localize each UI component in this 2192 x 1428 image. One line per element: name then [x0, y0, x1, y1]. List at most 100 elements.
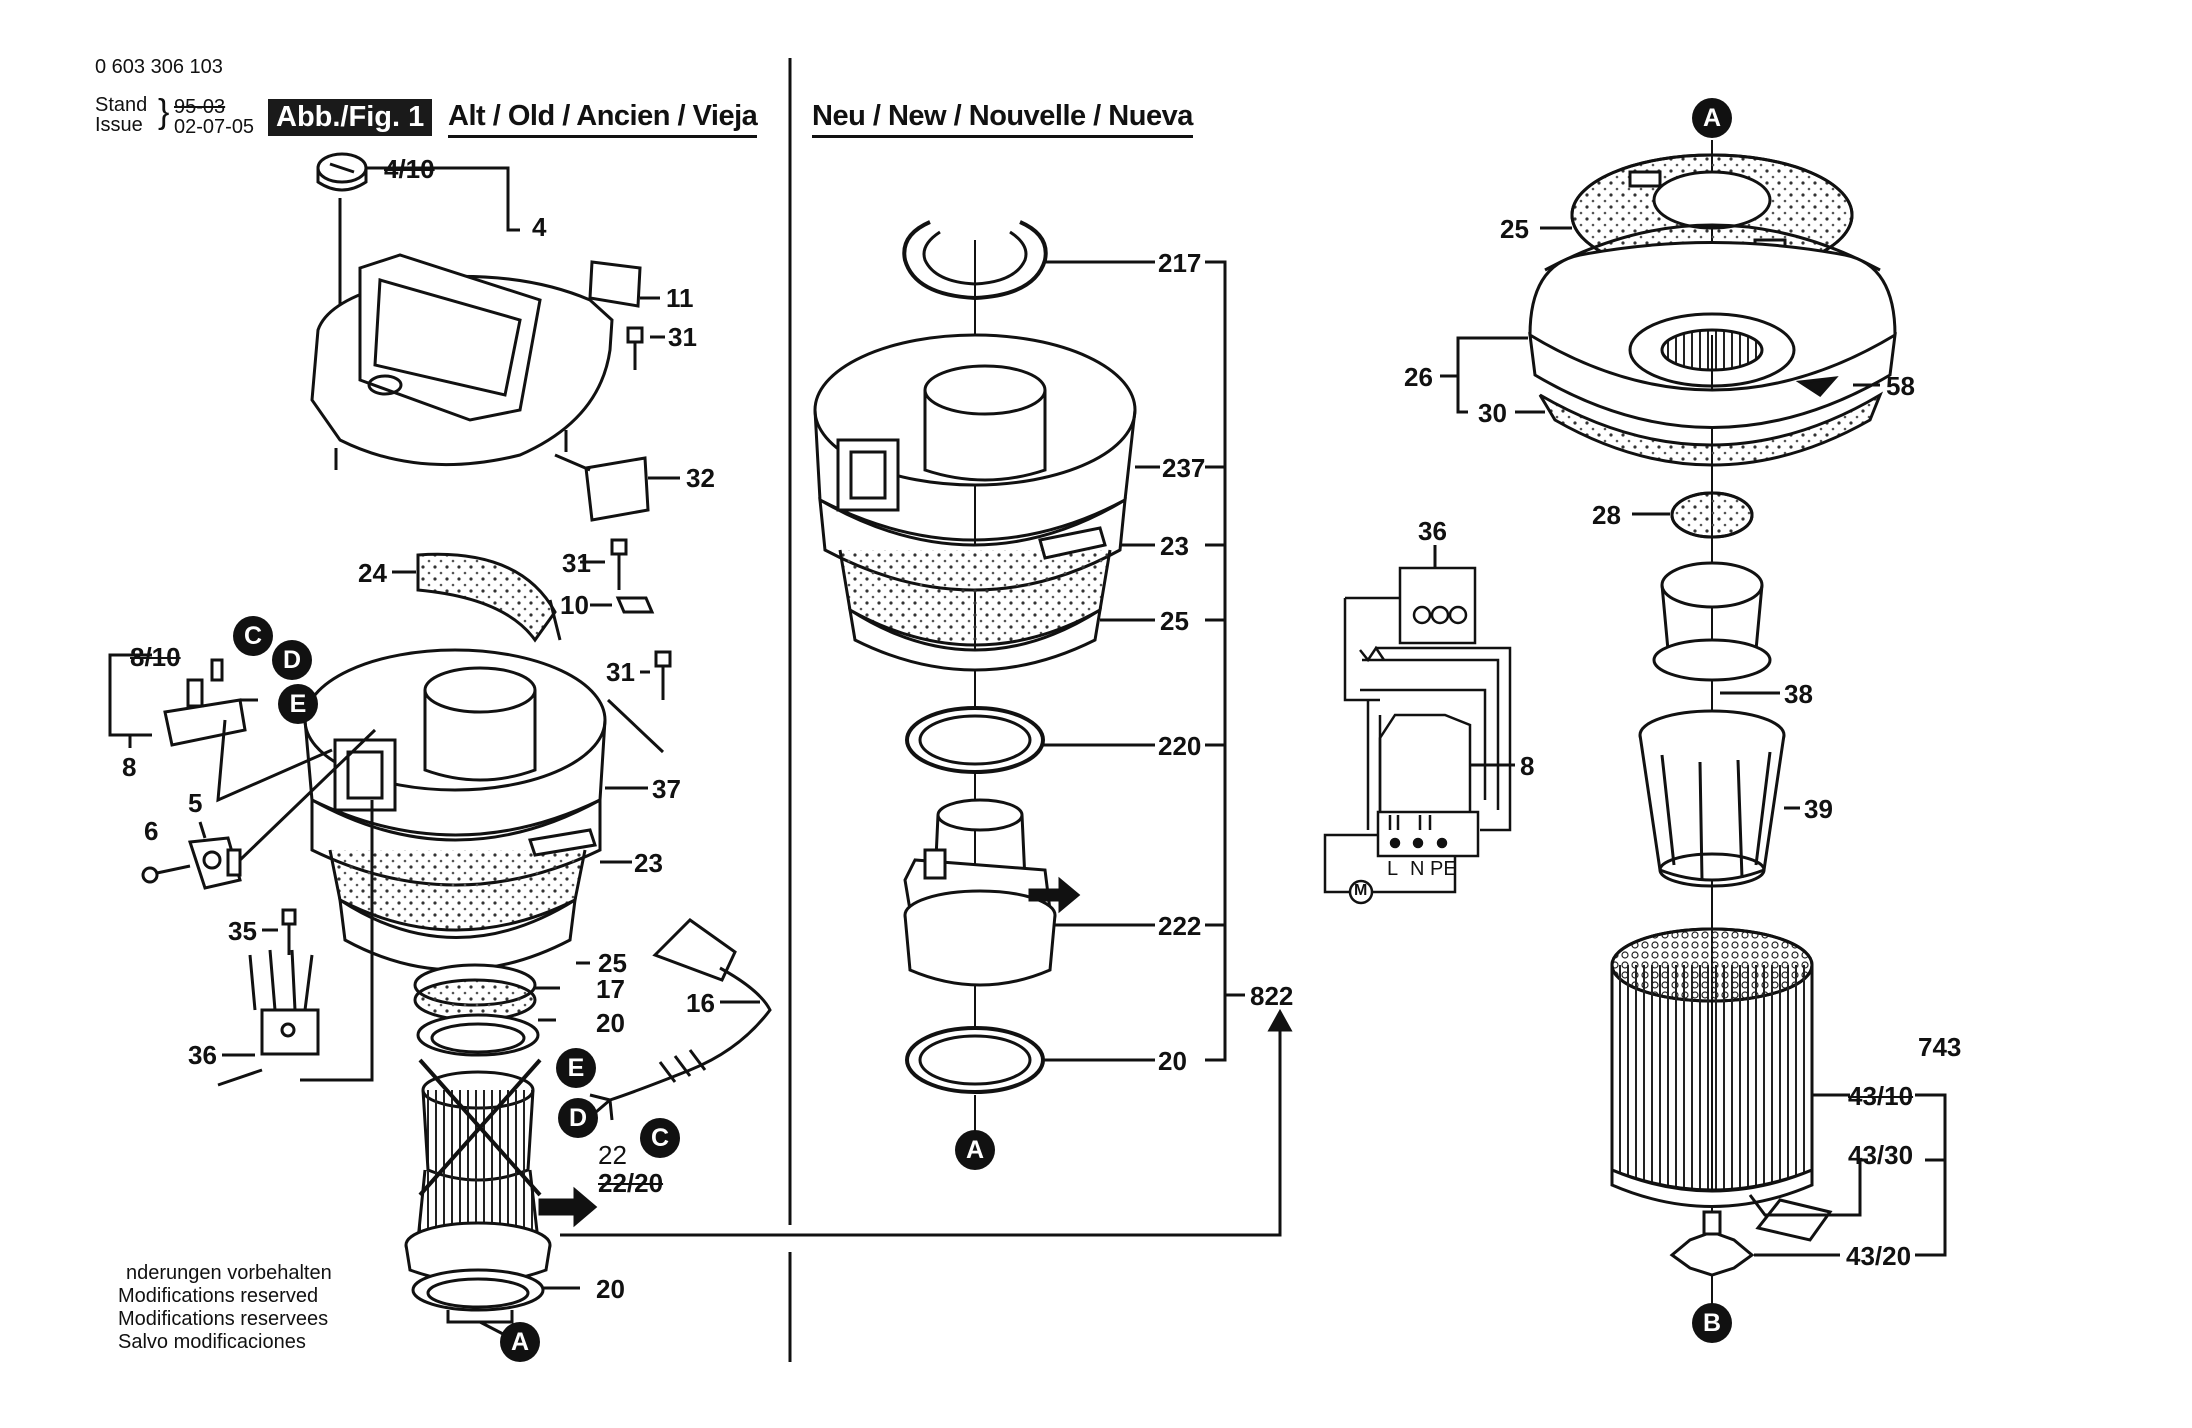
terminal-l: L — [1387, 858, 1399, 880]
terminal-pe: PE — [1430, 858, 1457, 880]
power-cable-16 — [589, 918, 772, 1121]
filter-cage-39 — [1638, 709, 1786, 888]
screw-6 — [141, 864, 191, 884]
label-37: 37 — [652, 774, 681, 804]
label-220: 220 — [1158, 731, 1202, 761]
footer-line-4: Salvo modificaciones — [118, 1331, 306, 1353]
label-25-new: 25 — [1160, 606, 1189, 636]
disc-28 — [1670, 491, 1754, 539]
label-8: 8 — [122, 752, 137, 782]
screw-31a — [626, 326, 644, 370]
wing-nut-43-20 — [1669, 1210, 1755, 1277]
document-number: 0 603 306 103 — [95, 56, 223, 78]
old-motor-22-crossed — [404, 1058, 598, 1284]
paper-43-30 — [1755, 1198, 1833, 1242]
ring-20b — [411, 1268, 545, 1312]
motor-222 — [903, 798, 1081, 987]
label-32: 32 — [686, 463, 715, 493]
screw-31c — [654, 650, 672, 700]
issue-date: 02-07-05 — [174, 116, 255, 138]
filter-housing-26 — [1528, 223, 1897, 467]
label-24: 24 — [358, 558, 387, 588]
label-10: 10 — [560, 590, 589, 620]
label-25-old: 25 — [598, 948, 627, 978]
screw-35 — [281, 908, 297, 955]
stand-date: 95-03 — [174, 96, 226, 118]
ring-20a — [416, 1013, 540, 1057]
label-4-10: 4/10 — [384, 154, 435, 184]
label-222: 222 — [1158, 911, 1202, 941]
label-28: 28 — [1592, 500, 1621, 530]
label-36-wiring: 36 — [1418, 516, 1447, 546]
label-217: 217 — [1158, 248, 1202, 278]
label-25-right: 25 — [1500, 214, 1529, 244]
filter-cartridge-43-10 — [1610, 927, 1814, 1208]
issue-label: Issue — [95, 114, 143, 136]
label-31-mid: 31 — [562, 548, 591, 578]
label-20-new: 20 — [1158, 1046, 1187, 1076]
callout-d-switch: D — [272, 640, 312, 680]
plate-32 — [584, 456, 650, 522]
bracket-743 — [1915, 1093, 1947, 1257]
label-43-30: 43/30 — [1848, 1140, 1914, 1170]
label-237: 237 — [1162, 453, 1206, 483]
label-43-10: 43/10 — [1848, 1081, 1914, 1111]
callout-b-right: B — [1692, 1303, 1732, 1343]
stand-label: Stand — [95, 94, 148, 116]
bracket-10 — [615, 596, 655, 614]
label-31-top: 31 — [668, 322, 697, 352]
label-38: 38 — [1784, 679, 1813, 709]
motor-symbol: M — [1354, 882, 1368, 899]
label-36-old: 36 — [188, 1040, 217, 1070]
label-26: 26 — [1404, 362, 1433, 392]
label-16: 16 — [686, 988, 715, 1018]
label-4: 4 — [532, 212, 547, 242]
knob-part — [316, 152, 368, 192]
callout-e-switch: E — [278, 684, 318, 724]
figure-badge: Abb./Fig. 1 — [268, 99, 433, 136]
new-motor-housing — [813, 333, 1137, 672]
new-section-title: Neu / New / Nouvelle / Nueva — [812, 100, 1193, 138]
callout-a-new: A — [955, 1130, 995, 1170]
label-20-old-top: 20 — [596, 1008, 625, 1038]
old-motor-housing — [303, 648, 607, 972]
footer-line-2: Modifications reserved — [118, 1285, 319, 1307]
bracket-822 — [1205, 260, 1227, 1062]
plate-11 — [588, 260, 642, 308]
suppressor-36-old — [217, 949, 320, 1087]
label-822: 822 — [1250, 981, 1294, 1011]
label-22: 22 — [598, 1140, 627, 1170]
wiring-diagram — [1323, 566, 1512, 905]
label-23-old: 23 — [634, 848, 663, 878]
label-8-10: 8/10 — [130, 642, 181, 672]
footer-line-1: nderungen vorbehalten — [126, 1262, 332, 1284]
label-20-old-bottom: 20 — [596, 1274, 625, 1304]
label-30: 30 — [1478, 398, 1507, 428]
label-17: 17 — [596, 974, 625, 1004]
float-valve-38 — [1652, 561, 1772, 682]
label-11: 11 — [666, 283, 694, 313]
label-31-right: 31 — [606, 657, 635, 687]
old-section-title: Alt / Old / Ancien / Vieja — [448, 100, 758, 138]
screw-31b — [610, 538, 628, 590]
callout-c-switch: C — [233, 616, 273, 656]
label-43-20: 43/20 — [1846, 1241, 1912, 1271]
foam-strip-24 — [416, 552, 557, 643]
label-8-wiring: 8 — [1520, 751, 1535, 781]
label-23-new: 23 — [1160, 531, 1189, 561]
label-22-20: 22/20 — [598, 1168, 664, 1198]
label-39: 39 — [1804, 794, 1833, 824]
label-743: 743 — [1918, 1032, 1962, 1062]
label-58: 58 — [1886, 371, 1915, 401]
ring-220 — [905, 706, 1045, 774]
top-cover-part — [310, 253, 614, 470]
callout-c-cable: C — [640, 1118, 680, 1158]
label-35: 35 — [228, 916, 257, 946]
brace-symbol: } — [158, 93, 170, 131]
callout-a-right: A — [1692, 98, 1732, 138]
label-6: 6 — [144, 816, 159, 846]
callout-e-cable: E — [556, 1048, 596, 1088]
ring-20-new — [905, 1026, 1045, 1094]
terminal-n: N — [1410, 858, 1425, 880]
